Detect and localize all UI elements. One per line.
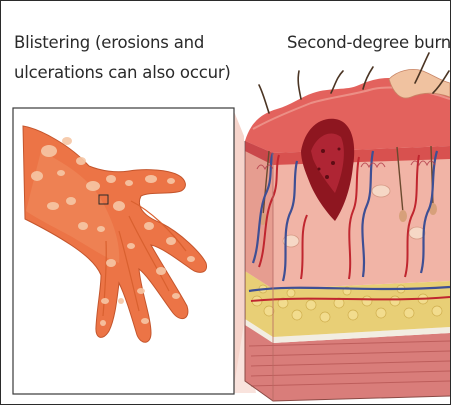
blistering-caption-line2: ulcerations can also occur)	[14, 58, 231, 88]
second-degree-burn-caption: Second-degree burn	[287, 28, 451, 58]
blistering-caption-line1: Blistering (erosions and	[14, 28, 231, 58]
skin-icon	[245, 53, 450, 401]
blistering-caption: Blistering (erosions and ulcerations can…	[14, 28, 231, 88]
